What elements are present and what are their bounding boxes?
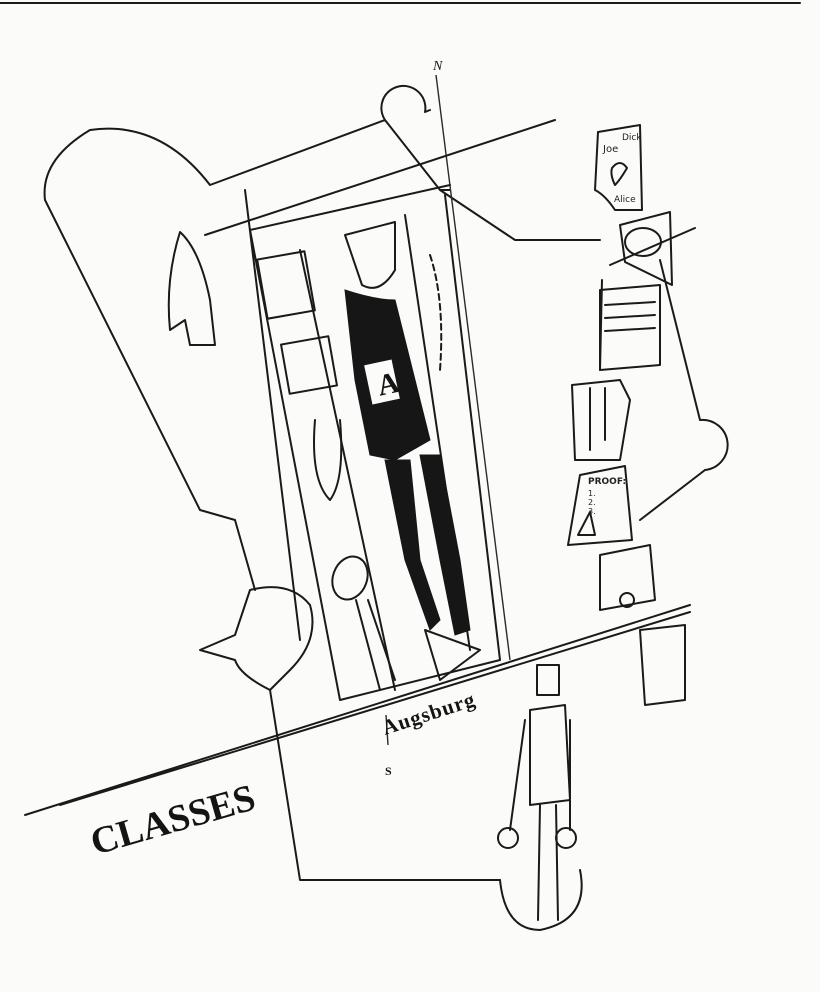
floor-line <box>24 604 691 816</box>
folded-clothes-shelf <box>256 250 338 395</box>
student-figure-in-closet: A <box>344 221 481 681</box>
school-name: Augsburg <box>379 687 478 740</box>
svg-text:2.: 2. <box>588 498 596 507</box>
professor-head <box>199 586 314 691</box>
proof-heading: PROOF: <box>588 477 626 487</box>
closet-frame <box>204 119 556 701</box>
thread-spool-icon <box>619 592 635 608</box>
svg-text:Joe: Joe <box>602 144 618 155</box>
hanging-sweater <box>167 231 216 346</box>
boxer-student-figure <box>497 664 577 921</box>
chemistry-note <box>571 379 631 461</box>
compass-axis <box>435 74 511 661</box>
notebook-paper <box>599 284 661 371</box>
music-note <box>639 624 686 706</box>
svg-text:Alice: Alice <box>614 195 636 205</box>
svg-text:1.: 1. <box>588 489 596 498</box>
svg-text:Dick: Dick <box>622 133 642 143</box>
sewing-note <box>599 544 656 611</box>
socks <box>313 419 343 501</box>
geometry-proof-note: PROOF: 1. 2. 3. <box>567 465 633 546</box>
compass-south-label: S <box>385 764 392 778</box>
tennis-racket <box>331 555 396 691</box>
outline-shape <box>43 84 729 881</box>
svg-text:3.: 3. <box>588 507 596 516</box>
love-note: Joe Dick Alice <box>594 124 643 211</box>
compass-axis-south <box>385 714 389 746</box>
paint-palette <box>609 211 696 286</box>
hanging-chain <box>429 254 443 371</box>
bottom-circle <box>499 869 583 931</box>
compass-north-label: N <box>432 59 443 74</box>
